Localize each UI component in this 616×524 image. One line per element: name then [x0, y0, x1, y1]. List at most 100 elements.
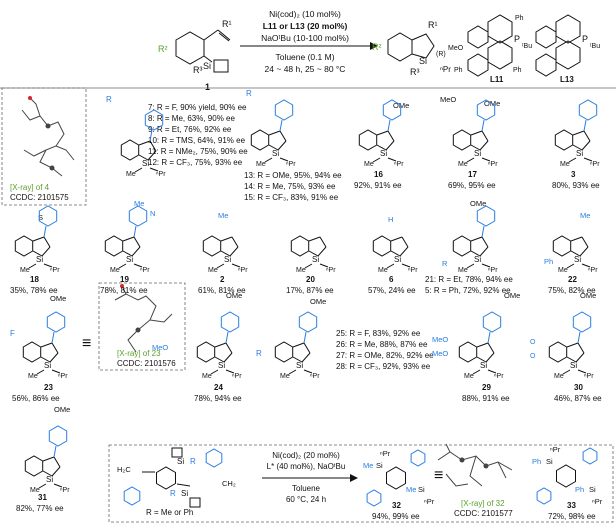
c21-r: R — [442, 259, 448, 268]
compound-3: 3 80%, 93% ee — [552, 170, 600, 190]
compound-30: OMe O O 30 46%, 87% ee — [530, 291, 602, 403]
c30-o1: O — [530, 339, 536, 346]
pr-label: ⁿPr — [238, 267, 248, 274]
c24-num: 24 — [214, 383, 223, 392]
product-general: R¹ R² R³ Si (R) ⁿPr — [372, 20, 451, 77]
bis-si1: Si — [177, 457, 184, 466]
c2-sub: Me — [218, 211, 228, 220]
product-r2: R² — [372, 42, 382, 52]
c22-ph: Ph — [544, 257, 553, 266]
c29-res: 88%, 91% ee — [462, 394, 510, 403]
r-series2-line-15: 15: R = CF₃, 83%, 91% ee — [244, 193, 339, 202]
c17-res: 69%, 95% ee — [448, 181, 496, 190]
me-label: Me — [378, 267, 388, 274]
l11-tbu: ᵗBu — [522, 43, 532, 50]
c19-num: 19 — [120, 275, 129, 284]
me-label: Me — [126, 171, 136, 178]
pr-label: ⁿPr — [310, 373, 320, 380]
product-pr: ⁿPr — [440, 65, 451, 74]
cond-line-3: NaOᵗBu (10-100 mol%) — [261, 33, 349, 43]
pr-label: ⁿPr — [58, 373, 68, 380]
c29-sub2: MeO — [432, 335, 448, 344]
bis-r1: R — [190, 457, 196, 466]
me-label: Me — [558, 267, 568, 274]
me-label: Me — [280, 373, 290, 380]
c32-si2: Si — [418, 485, 425, 494]
c20-num: 20 — [306, 275, 315, 284]
c21-line-5: 5: R = Ph, 72%, 92% ee — [425, 286, 511, 295]
r-series-13-15: R 13: R = OMe, 95%, 94% ee 14: R = Me, 7… — [244, 89, 342, 202]
r-series3-sub: OMe — [310, 297, 326, 306]
l11-ph1: Ph — [515, 15, 524, 22]
pr-label: ⁿPr — [232, 373, 242, 380]
cond-line-4: Toluene (0.1 M) — [275, 52, 334, 62]
me-label: Me — [560, 161, 570, 168]
si-label: Si — [474, 149, 481, 158]
l11-label: L11 — [490, 75, 504, 84]
me-label: Me — [208, 267, 218, 274]
l11-p: P — [514, 34, 520, 44]
si-label: Si — [44, 361, 51, 370]
me-label: Me — [554, 373, 564, 380]
si-label: Si — [272, 149, 279, 158]
c32-num: 32 — [392, 501, 401, 510]
compound-6: H 6 57%, 24% ee — [368, 215, 416, 295]
r-series3-line-25: 25: R = F, 83%, 92% ee — [336, 329, 421, 338]
substrate-number: 1 — [205, 82, 210, 92]
pr-label: ⁿPr — [488, 161, 498, 168]
compound-24: OMe MeO 24 78%, 94% ee — [152, 291, 242, 403]
si-label: Si — [46, 475, 53, 484]
substrate-r2: R² — [158, 44, 168, 54]
pr-label: ⁿPr — [140, 267, 150, 274]
c29-num: 29 — [482, 383, 491, 392]
c23-num: 23 — [44, 383, 53, 392]
l13-p: P — [582, 34, 588, 44]
c33-pr1: ⁿPr — [550, 445, 561, 454]
c24-res: 78%, 94% ee — [194, 394, 242, 403]
bis-si2: Si — [181, 489, 188, 498]
cond-line-2: L11 or L13 (20 mol%) — [263, 21, 348, 31]
substrate-r3: R³ — [193, 65, 203, 75]
c22-sub: Me — [580, 211, 590, 220]
r-series2-r: R — [246, 89, 252, 98]
bis-r2: R — [170, 489, 176, 498]
c30-res: 46%, 87% ee — [554, 394, 602, 403]
xray4-structure — [21, 96, 75, 177]
bottom-frame — [108, 444, 614, 523]
c17-sub1: MeO — [440, 95, 456, 104]
c30-o2: O — [530, 353, 536, 360]
r-series-line-8: 8: R = Me, 63%, 90% ee — [148, 114, 235, 123]
bis-r-def: R = Me or Ph — [146, 508, 193, 517]
me-label: Me — [458, 267, 468, 274]
pr-label: ⁿPr — [494, 373, 504, 380]
c17-num: 17 — [468, 170, 477, 179]
si-label: Si — [142, 159, 149, 168]
me-label: Me — [30, 487, 40, 494]
bis-substrate: Si R R Si H₂C CH₂ R = Me or Ph — [117, 457, 236, 517]
c3-res: 80%, 93% ee — [552, 181, 600, 190]
c6-sub: H — [388, 215, 393, 224]
bottom-arrow — [262, 474, 358, 482]
xray4-label: [X-ray] of 4 — [10, 183, 50, 192]
compound-23: OMe F 23 56%, 86% ee — [10, 294, 66, 403]
si-label: Si — [380, 149, 387, 158]
c33-ph1: Ph — [532, 457, 541, 466]
c33-si2: Si — [589, 485, 596, 494]
c30-sub: OMe — [580, 291, 596, 300]
bottom-conditions: Ni(cod)₂ (20 mol%) L* (40 mol%), NaOᵗBu … — [267, 451, 346, 504]
r-series-line-10: 10: R = TMS, 64%, 91% ee — [148, 136, 246, 145]
c32-me1: Me — [363, 461, 373, 470]
c29-sub3: MeO — [432, 349, 448, 358]
si-label: Si — [126, 255, 133, 264]
